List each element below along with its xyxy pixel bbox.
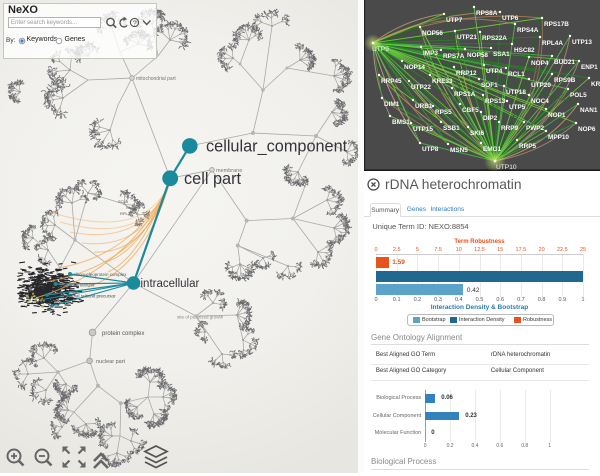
svg-text:NOC4: NOC4 [531, 98, 549, 105]
svg-text:site of polarized growth: site of polarized growth [177, 315, 224, 320]
svg-text:?: ? [133, 18, 137, 27]
svg-text:UTP10: UTP10 [496, 164, 517, 171]
svg-text:SKI6: SKI6 [470, 130, 485, 137]
svg-text:RCL1: RCL1 [508, 71, 525, 78]
svg-text:RPS22A: RPS22A [482, 35, 507, 42]
svg-text:DIM1: DIM1 [384, 101, 400, 108]
svg-text:PWP2: PWP2 [526, 125, 545, 132]
svg-text:SOF1: SOF1 [481, 82, 498, 89]
svg-text:cellular_component: cellular_component [206, 138, 348, 156]
svg-text:UTP15: UTP15 [413, 126, 433, 133]
svg-text:ribosomal subunit precursor: ribosomal subunit precursor [60, 294, 116, 299]
svg-text:intracellular: intracellular [141, 278, 200, 290]
svg-text:UTP21: UTP21 [457, 34, 477, 41]
svg-text:BMS1: BMS1 [392, 119, 410, 126]
svg-text:SSA1: SSA1 [493, 51, 510, 58]
svg-text:ENP1: ENP1 [581, 64, 598, 71]
svg-text:RPL4A: RPL4A [542, 40, 563, 47]
svg-text:NAN1: NAN1 [580, 107, 598, 114]
svg-text:SCL5: SCL5 [118, 199, 129, 204]
svg-text:NOP4: NOP4 [531, 60, 549, 67]
svg-text:nuclear part: nuclear part [96, 359, 126, 365]
svg-text:UTP22: UTP22 [411, 84, 431, 91]
svg-text:MSN5: MSN5 [450, 147, 468, 154]
svg-text:NOP6: NOP6 [578, 126, 596, 133]
svg-text:RRP9: RRP9 [501, 125, 518, 132]
svg-text:RPL37: RPL37 [120, 211, 133, 216]
svg-text:UTP8: UTP8 [422, 146, 439, 153]
svg-text:RRP5: RRP5 [519, 143, 536, 150]
svg-text:NOP14: NOP14 [404, 64, 425, 71]
svg-text:KRE33: KRE33 [432, 78, 453, 85]
svg-text:NUDC2: NUDC2 [126, 205, 141, 210]
svg-text:DIP2: DIP2 [483, 115, 498, 122]
svg-text:KRR1: KRR1 [591, 81, 600, 88]
svg-text:CBF5: CBF5 [462, 107, 479, 114]
svg-text:mitochondrial part: mitochondrial part [136, 76, 176, 82]
svg-text:RPS7A: RPS7A [443, 53, 465, 60]
svg-text:NOP56: NOP56 [422, 30, 443, 37]
svg-text:MPP10: MPP10 [548, 134, 569, 141]
svg-text:NOP1: NOP1 [548, 112, 566, 119]
svg-text:RPS13: RPS13 [485, 98, 506, 105]
svg-text:UTP6: UTP6 [502, 15, 519, 22]
svg-text:RPS8A: RPS8A [476, 10, 498, 17]
svg-text:RPS17B: RPS17B [544, 21, 569, 28]
svg-text:URB1: URB1 [415, 103, 433, 110]
svg-text:ribosomal subunit: ribosomal subunit [59, 283, 95, 288]
svg-text:protein complex: protein complex [102, 331, 144, 337]
svg-text:ribonucleoprotein complex: ribonucleoprotein complex [74, 272, 127, 277]
svg-text:cell part: cell part [184, 170, 241, 188]
svg-text:EMG1: EMG1 [483, 146, 502, 153]
svg-text:UTP13: UTP13 [572, 39, 592, 46]
svg-text:UTP5: UTP5 [509, 104, 526, 111]
svg-text:HSC82: HSC82 [514, 47, 535, 54]
svg-text:NOP58: NOP58 [467, 52, 488, 59]
svg-text:SSB1: SSB1 [443, 125, 460, 132]
svg-text:BUD21: BUD21 [554, 59, 575, 66]
svg-text:IMP3: IMP3 [423, 50, 438, 57]
svg-text:RPS5: RPS5 [435, 109, 452, 116]
svg-text:RRP45: RRP45 [381, 78, 402, 85]
svg-text:RPS1A: RPS1A [454, 91, 476, 98]
svg-text:RPS9B: RPS9B [554, 77, 576, 84]
svg-text:UTP18: UTP18 [506, 89, 526, 96]
svg-text:RPS4A: RPS4A [517, 27, 539, 34]
svg-text:UTP9: UTP9 [372, 46, 389, 53]
svg-text:membrane: membrane [216, 168, 242, 174]
svg-text:UTP4: UTP4 [486, 68, 503, 75]
svg-text:POL5: POL5 [570, 92, 587, 99]
svg-text:UTP7: UTP7 [446, 17, 463, 24]
svg-text:UTP20: UTP20 [531, 82, 551, 89]
svg-text:RRP12: RRP12 [456, 70, 477, 77]
